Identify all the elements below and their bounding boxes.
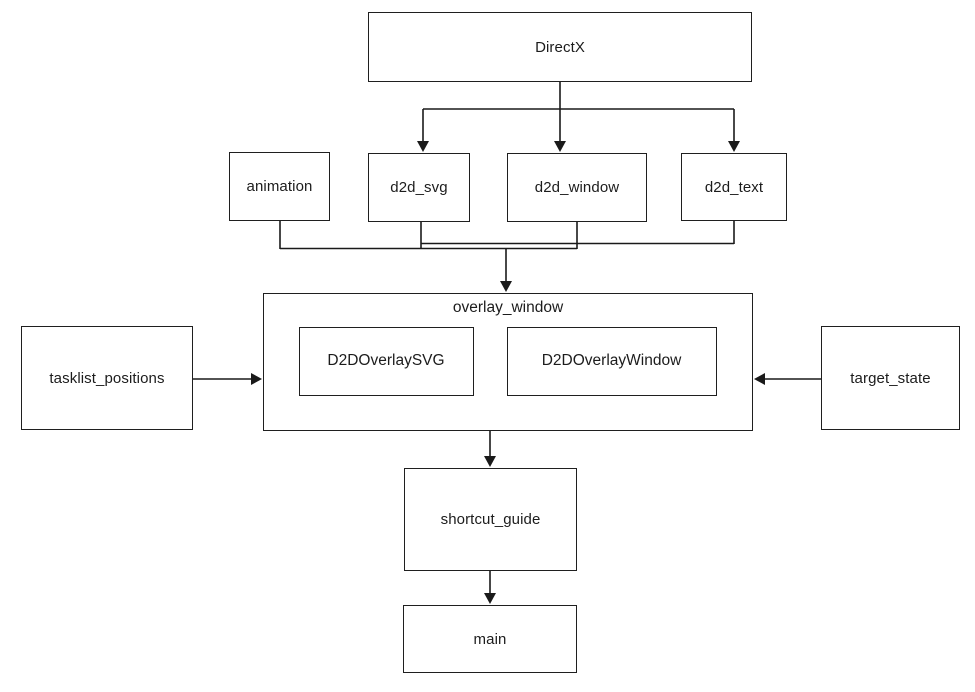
node-tasklist-positions: tasklist_positions: [21, 326, 193, 430]
node-overlay-window-label: overlay_window: [452, 299, 564, 316]
node-d2d-window: d2d_window: [507, 153, 647, 222]
node-d2d-svg-label: d2d_svg: [390, 179, 448, 196]
arrowhead-down-icon: [728, 141, 740, 152]
node-d2d-window-label: d2d_window: [534, 179, 620, 196]
node-directx-label: DirectX: [535, 38, 585, 56]
node-animation-label: animation: [246, 178, 313, 195]
node-shortcut-guide: shortcut_guide: [404, 468, 577, 571]
arrowhead-down-icon: [554, 141, 566, 152]
node-d2d-overlay-svg-label: D2DOverlaySVG: [327, 352, 445, 369]
node-main-label: main: [473, 630, 507, 648]
arrowhead-down-icon: [484, 456, 496, 467]
node-target-state-label: target_state: [850, 369, 931, 387]
node-shortcut-guide-label: shortcut_guide: [440, 511, 541, 528]
node-target-state: target_state: [821, 326, 960, 430]
node-directx: DirectX: [368, 12, 752, 82]
node-d2d-overlay-svg: D2DOverlaySVG: [298, 326, 474, 396]
node-tasklist-positions-label: tasklist_positions: [49, 369, 165, 387]
node-d2d-svg: d2d_svg: [368, 153, 470, 222]
node-main: main: [403, 605, 577, 673]
node-d2d-text: d2d_text: [681, 153, 787, 221]
node-overlay-window: overlay_window D2DOverlaySVG D2DOverlayW…: [263, 293, 753, 431]
node-animation: animation: [229, 152, 330, 221]
node-d2d-overlay-window: D2DOverlayWindow: [506, 326, 717, 396]
arrowhead-down-icon: [500, 281, 512, 292]
node-d2d-text-label: d2d_text: [704, 178, 764, 196]
arrowhead-right-icon: [251, 373, 262, 385]
node-d2d-overlay-window-label: D2DOverlayWindow: [541, 352, 682, 369]
arrowhead-down-icon: [417, 141, 429, 152]
arrowhead-down-icon: [484, 593, 496, 604]
arrowhead-left-icon: [754, 373, 765, 385]
